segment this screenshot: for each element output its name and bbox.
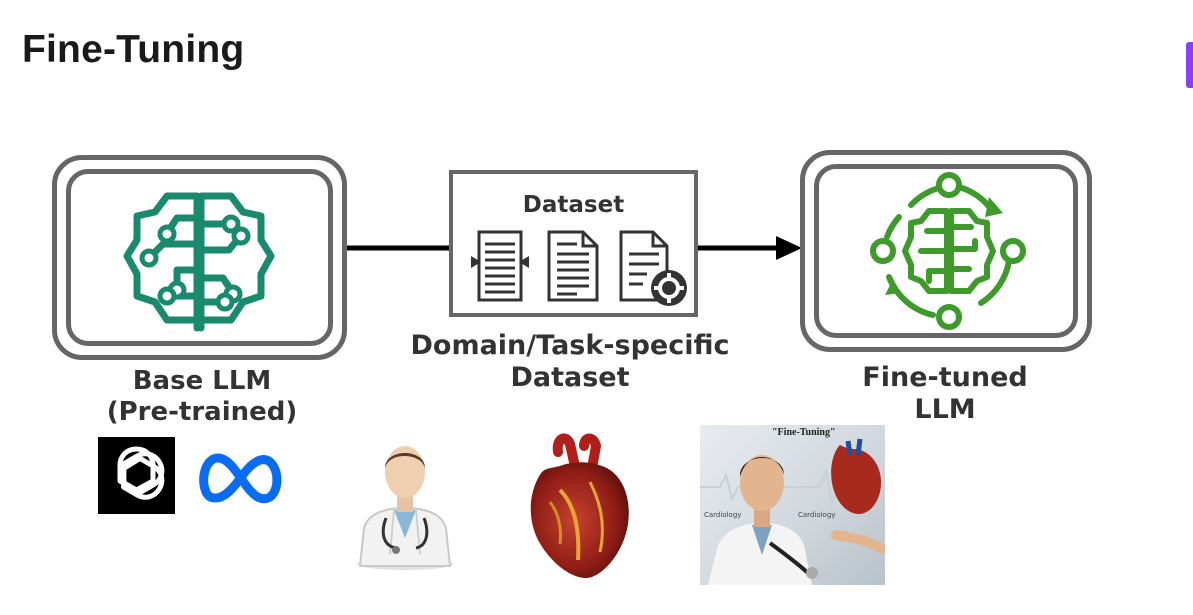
finetuned-llm-title: Fine-tuned [862, 362, 1028, 393]
document-lines-icon [547, 230, 599, 302]
finetuned-llm-subtitle: LLM [914, 394, 976, 426]
base-llm-title: Base LLM [132, 366, 272, 396]
dataset-box: Dataset [449, 170, 698, 317]
flow-arrow [340, 236, 802, 260]
doctor-icon [357, 446, 453, 570]
heart-icon [530, 433, 629, 578]
base-llm-caption: Base LLM (Pre-trained) [52, 366, 352, 428]
finetuned-llm-inner-frame [814, 164, 1078, 338]
meta-logo-icon [199, 453, 282, 504]
base-llm-inner-frame [66, 169, 333, 346]
document-gear-icon [619, 230, 687, 306]
brain-circuit-icon [123, 192, 275, 332]
dataset-caption-line1: Domain/Task-specific [410, 330, 730, 361]
dataset-caption: Domain/Task-specific Dataset [380, 330, 760, 395]
openai-logo-icon [98, 437, 175, 514]
base-llm-card [52, 155, 347, 360]
illustration-title: "Fine-Tuning" [772, 427, 836, 438]
illustration-tag-1: Cardiology [704, 511, 742, 519]
page-title: Fine-Tuning [22, 28, 245, 71]
accent-bar [1186, 42, 1193, 88]
dataset-box-label: Dataset [522, 192, 625, 218]
illustration-tag-2: Cardiology [798, 511, 836, 519]
finetuning-illustration: "Fine-Tuning" Cardiology Cardiology [700, 425, 885, 585]
doctor-with-heart-icon [700, 438, 885, 585]
document-compress-icon [471, 230, 529, 302]
finetuned-llm-card [800, 150, 1092, 352]
finetuned-llm-caption: Fine-tuned LLM [800, 362, 1090, 427]
brain-cycle-icon [870, 172, 1026, 330]
dataset-caption-line2: Dataset [510, 362, 630, 394]
base-llm-subtitle: (Pre-trained) [106, 397, 298, 428]
